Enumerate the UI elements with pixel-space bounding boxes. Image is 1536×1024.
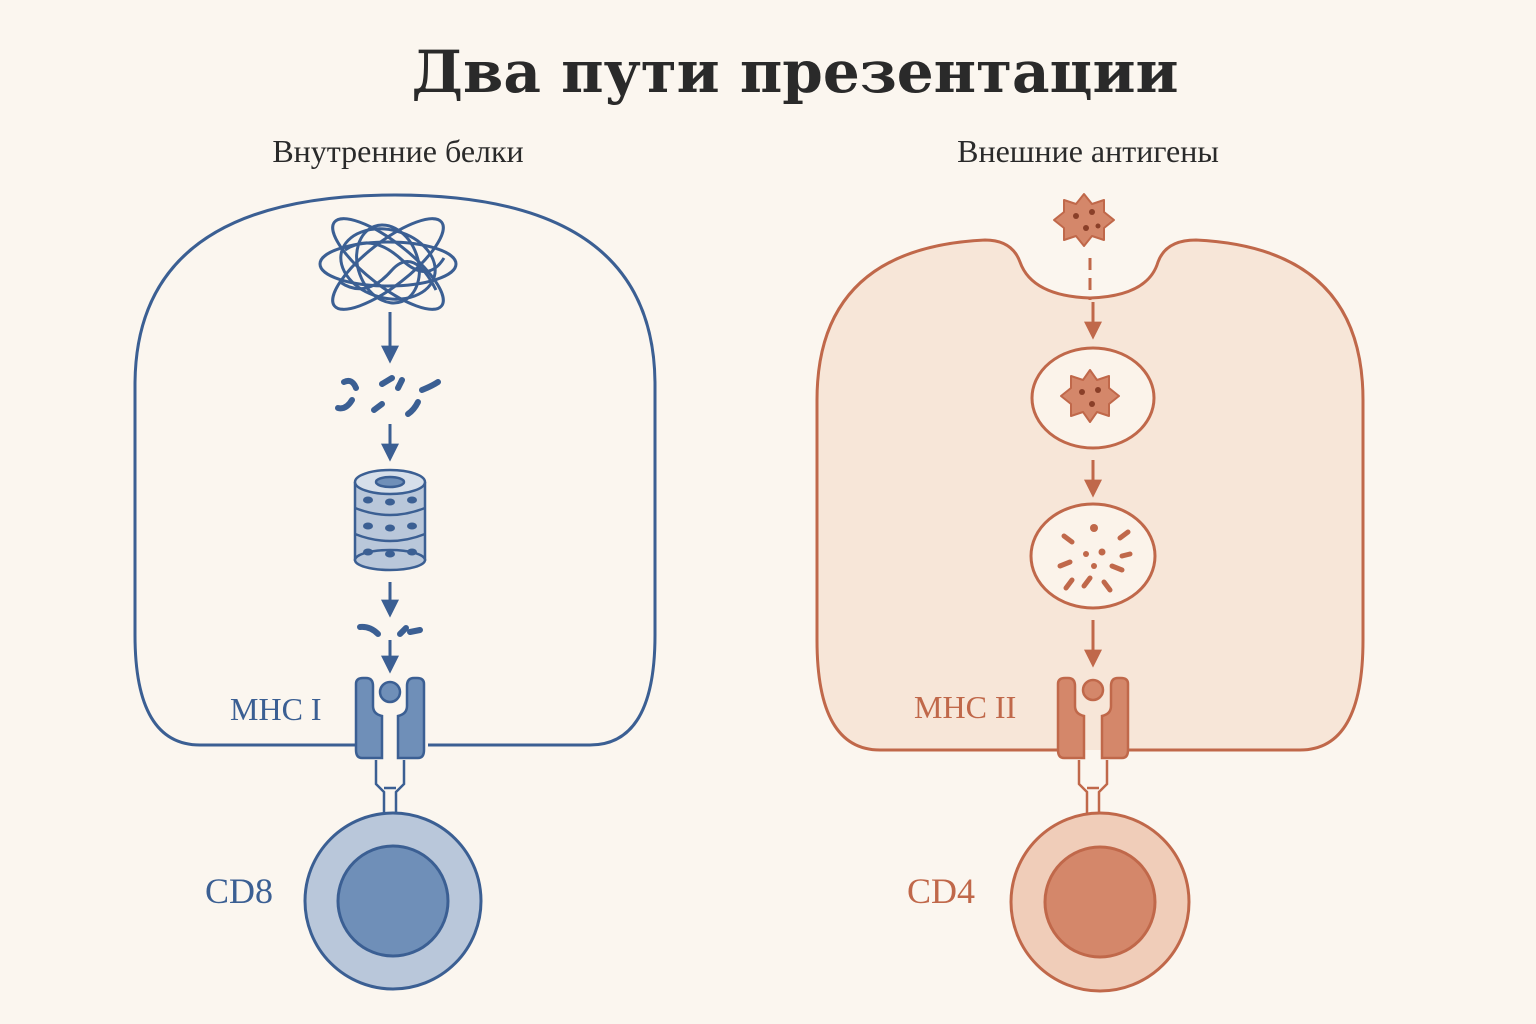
right-panel-mhc-class-2: Внешние антигены bbox=[815, 133, 1365, 993]
cd8-label: CD8 bbox=[205, 871, 273, 911]
peptide-fragments-icon bbox=[335, 375, 441, 417]
cd8-t-cell-receptor bbox=[374, 760, 406, 818]
antigen-particle-icon bbox=[1053, 193, 1115, 247]
cd8-t-cell-icon bbox=[303, 811, 483, 991]
cd4-t-cell-icon bbox=[1009, 811, 1191, 993]
mhc-class-2-icon bbox=[1056, 676, 1130, 760]
mhc-class-2-label: MHC II bbox=[914, 689, 1016, 725]
page-title: Два пути презентации bbox=[411, 38, 1178, 106]
right-cell-membrane bbox=[815, 238, 1365, 752]
left-cell-membrane bbox=[133, 193, 657, 747]
cd4-label: CD4 bbox=[907, 871, 975, 911]
tangled-protein-icon bbox=[318, 217, 458, 311]
phagosome-icon bbox=[1030, 346, 1156, 450]
left-panel-heading: Внутренние белки bbox=[272, 133, 523, 169]
right-panel-heading: Внешние антигены bbox=[957, 133, 1219, 169]
mhc-class-1-icon bbox=[354, 676, 426, 760]
phagolysosome-icon bbox=[1029, 502, 1157, 610]
mhc-class-1-label: MHC I bbox=[230, 691, 322, 727]
left-panel-mhc-class-1: Внутренние белки bbox=[133, 133, 657, 991]
peptides-icon bbox=[357, 623, 423, 637]
proteasome-icon bbox=[353, 468, 427, 572]
cd4-t-cell-receptor bbox=[1077, 760, 1109, 818]
